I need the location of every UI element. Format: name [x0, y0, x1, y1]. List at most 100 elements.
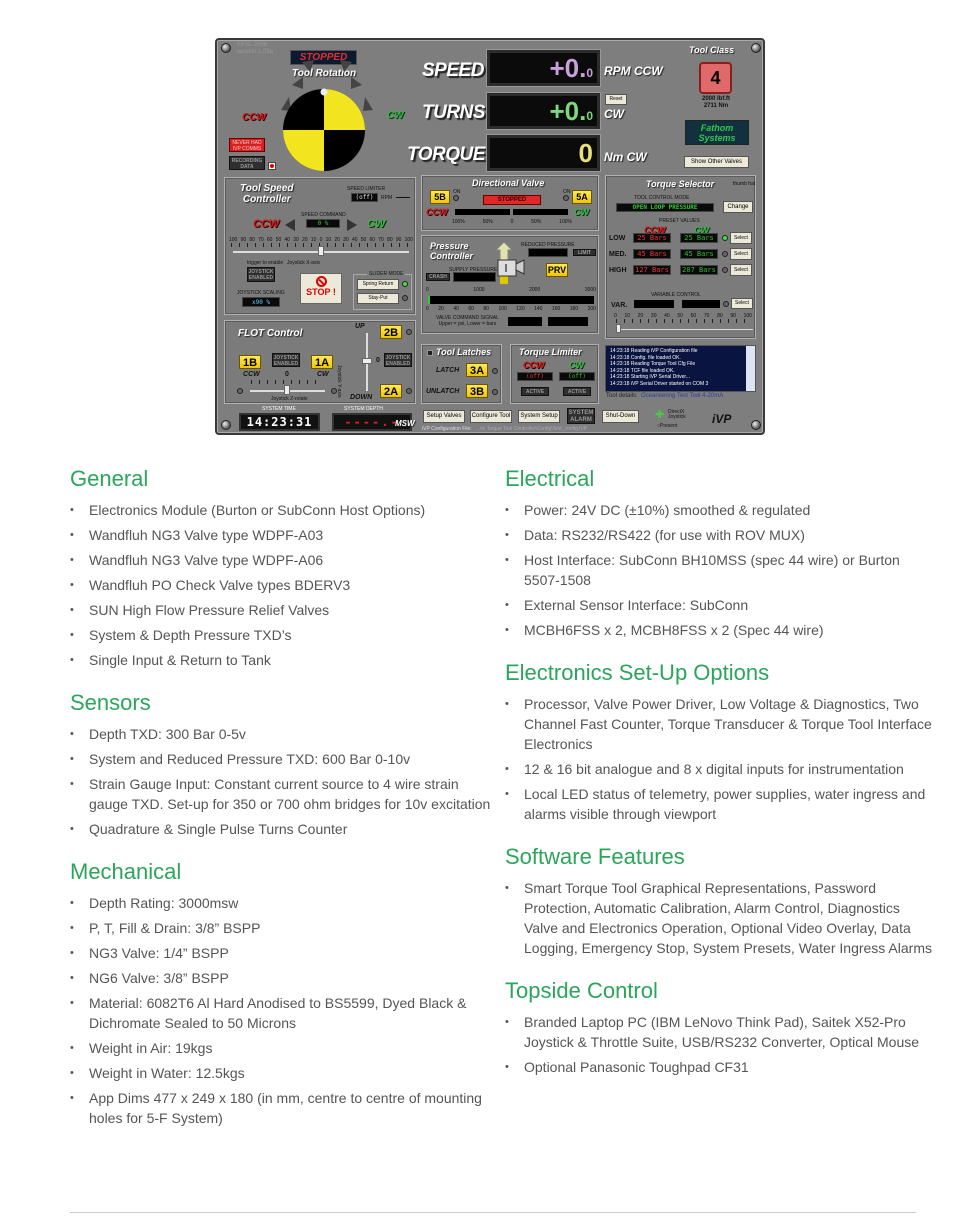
- tool-class-label: Tool Class: [689, 45, 735, 55]
- tick-label: 10: [325, 237, 332, 243]
- cw-label: CW: [367, 218, 386, 230]
- latches-checkbox[interactable]: [427, 350, 433, 356]
- rpm-label: RPM: [381, 195, 393, 201]
- valve-status: STOPPED: [483, 195, 541, 205]
- flot-control: FLOT Control 1B JOYSTICK ENABLED 1A CCW …: [224, 320, 416, 404]
- valve-5a-button[interactable]: 5A: [572, 190, 592, 204]
- tick-label: 80: [483, 306, 489, 312]
- speed-slider-thumb[interactable]: [318, 246, 324, 256]
- flot-2b-button[interactable]: 2B: [380, 325, 402, 339]
- cw-arrow-icon[interactable]: [347, 219, 357, 231]
- flot-2a-button[interactable]: 2A: [380, 384, 402, 398]
- tick-label: 10: [310, 237, 317, 243]
- prv-valve-icon: [494, 242, 525, 284]
- tool-class-value[interactable]: 4: [699, 62, 732, 94]
- tick-label: 100: [498, 306, 507, 312]
- list-item: Power: 24V DC (±10%) smoothed & regulate…: [505, 500, 935, 520]
- var-slider-thumb[interactable]: [616, 324, 621, 333]
- shutdown-button[interactable]: Shut-Down: [602, 410, 639, 423]
- version: version 1.05a: [237, 49, 274, 55]
- stay-put-led: [402, 295, 408, 301]
- screw-icon: [751, 420, 761, 430]
- flot-1b-button[interactable]: 1B: [239, 355, 261, 369]
- cw-valve-bar: [513, 209, 568, 215]
- thumb-hat-label: thumb hat: [733, 181, 756, 187]
- tick-label: 60: [690, 313, 697, 319]
- spec-list: Depth Rating: 3000mswP, T, Fill & Drain:…: [70, 893, 500, 1128]
- tool-control-mode-label: TOOL CONTROL MODE: [634, 195, 690, 201]
- section-heading: General: [70, 466, 149, 491]
- list-item: Smart Torque Tool Graphical Representati…: [505, 878, 935, 958]
- latch-3a-button[interactable]: 3A: [466, 363, 488, 377]
- var-select-button[interactable]: Select: [731, 298, 753, 309]
- slider-mode-label: SLIDER MODE: [367, 271, 406, 277]
- z-rotate-thumb[interactable]: [284, 385, 290, 395]
- preset-select-button[interactable]: Select: [730, 232, 752, 244]
- var-ccw-value: [634, 300, 674, 308]
- setup-valves-button[interactable]: Setup Valves: [423, 410, 465, 423]
- valve-5b-button[interactable]: 5B: [430, 190, 450, 204]
- scale-ticks: [231, 243, 411, 247]
- flot-1a-button[interactable]: 1A: [311, 355, 333, 369]
- list-item: Material: 6082T6 Al Hard Anodised to BS5…: [70, 993, 500, 1033]
- tick-label: 20: [334, 237, 340, 243]
- preset-select-button[interactable]: Select: [730, 264, 752, 276]
- ccw-arrow-icon[interactable]: [285, 219, 295, 231]
- joystick-scaling-label: JOYSTICK SCALING: [237, 290, 285, 296]
- change-mode-button[interactable]: Change: [723, 201, 753, 213]
- reset-button[interactable]: Reset: [605, 94, 627, 105]
- latch-label: LATCH: [436, 367, 460, 374]
- log-scrollbar[interactable]: [746, 346, 755, 391]
- show-other-valves-button[interactable]: Show Other Valves: [684, 156, 749, 168]
- supply-pressure-label: SUPPLY PRESSURE: [449, 267, 498, 273]
- configure-tool-button[interactable]: Configure Tool: [470, 410, 512, 423]
- tick-label: 0: [510, 219, 514, 225]
- list-item: NG6 Valve: 3/8” BSPP: [70, 968, 500, 988]
- screw-icon: [221, 420, 231, 430]
- tick-label: 100: [404, 237, 413, 243]
- stay-put-button[interactable]: Stay-Put: [357, 293, 399, 304]
- tick-label: 0: [426, 306, 429, 312]
- unlatch-3b-button[interactable]: 3B: [466, 384, 488, 398]
- flot-title: FLOT Control: [238, 328, 303, 339]
- tick-label: 40: [284, 237, 291, 243]
- section-heading: Electrical: [505, 466, 595, 491]
- tick-label: 80: [717, 313, 723, 319]
- tool-details-label: Tool details:: [606, 393, 638, 399]
- tick-label: 10: [624, 313, 631, 319]
- joystick-scaling-value[interactable]: x90 %: [242, 297, 280, 307]
- spring-return-button[interactable]: Spring Return: [357, 279, 399, 290]
- spec-column-left: GeneralElectronics Module (Burton or Sub…: [70, 466, 500, 1148]
- ccw-label: CCW: [253, 218, 280, 230]
- arrow-right-icon: [396, 197, 410, 198]
- preset-select-button[interactable]: Select: [730, 248, 752, 260]
- on-label: ON: [563, 189, 571, 195]
- stop-button[interactable]: STOP !: [300, 273, 342, 304]
- torque-limiter: Torque Limiter CCW CW (off) (off) ACTIVE…: [510, 344, 599, 404]
- tool-latches: Tool Latches LATCH 3A UNLATCH 3B: [421, 344, 502, 404]
- speed-command-value: 0 %: [306, 219, 340, 228]
- directx-line: Joystick: [668, 414, 686, 420]
- log-entry: 14:23:18 Reading Torque Tool Cfg File: [610, 361, 696, 367]
- joystick-enabled-indicator: JOYSTICK ENABLED: [272, 353, 300, 367]
- record-indicator[interactable]: [268, 162, 276, 170]
- tick-label: 60: [468, 306, 474, 312]
- tick-label: 50: [360, 237, 367, 243]
- system-setup-button[interactable]: System Setup: [518, 410, 560, 423]
- limit-indicator: LIMIT: [573, 249, 596, 256]
- prv-button[interactable]: PRV: [546, 263, 568, 277]
- joystick-enabled-indicator[interactable]: JOYSTICK ENABLED: [247, 267, 275, 282]
- var-label: VAR.: [611, 302, 628, 309]
- list-item: Quadrature & Single Pulse Turns Counter: [70, 819, 500, 839]
- y-slider-thumb[interactable]: [362, 358, 372, 364]
- speed-limiter-value[interactable]: (off): [351, 193, 378, 202]
- tick-label: 50: [275, 237, 282, 243]
- unlatch-label: UNLATCH: [426, 388, 460, 395]
- var-slider-track[interactable]: [618, 329, 753, 330]
